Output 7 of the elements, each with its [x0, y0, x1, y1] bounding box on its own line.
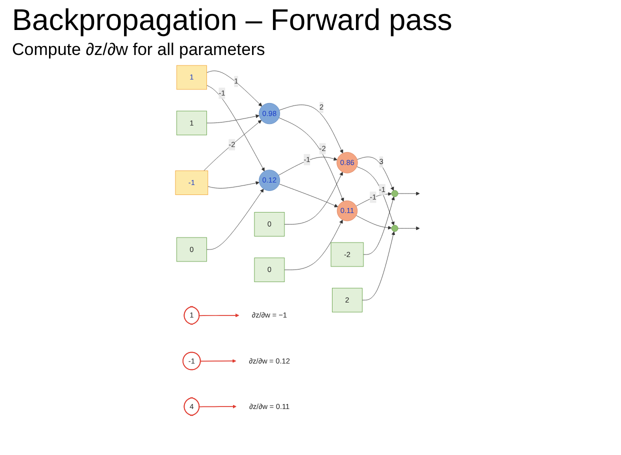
arrow	[198, 314, 240, 318]
subtitle-text: Compute ∂z/∂w for all parameters	[12, 40, 266, 60]
node-circle	[391, 190, 398, 198]
node-circle	[391, 224, 398, 232]
arrow	[198, 404, 236, 408]
slide-title: Backpropagation – Forward pass	[12, 4, 454, 38]
arrow	[200, 359, 236, 363]
